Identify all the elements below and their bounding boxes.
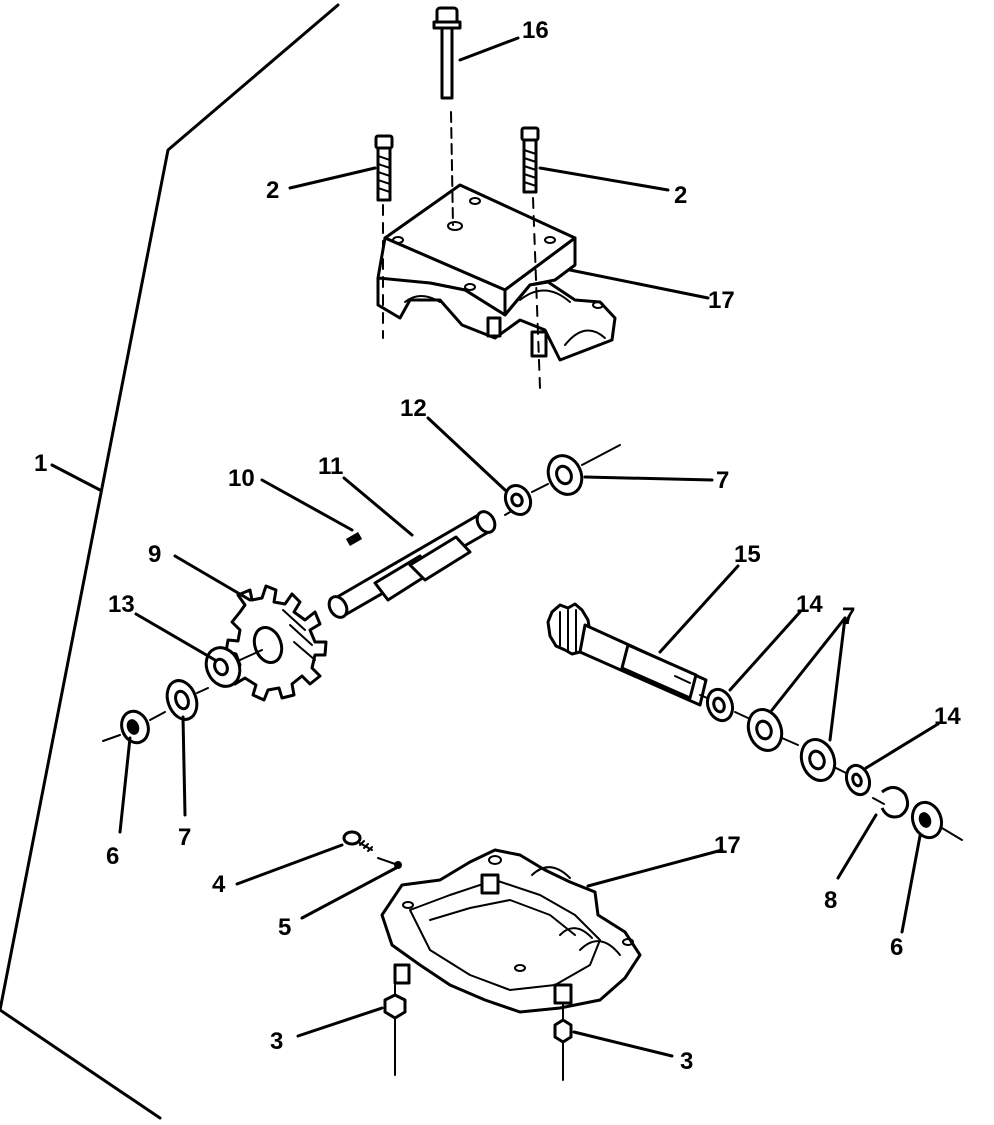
callout-3-left: 3 [270,1028,283,1055]
washer-14-upper [705,687,749,723]
bolt-2-left [374,134,394,339]
bearing-7-left [165,679,209,721]
output-shaft [546,602,713,707]
callout-17-upper: 17 [708,287,735,314]
callout-2-left: 2 [266,177,279,204]
nut-3-left [383,984,407,1076]
snap-ring-8 [872,786,910,819]
callout-7-upper: 7 [716,467,729,494]
callout-labels: 16 2 2 17 12 1 10 11 7 9 15 13 14 7 14 6… [34,17,961,1075]
washer-5 [377,857,402,869]
callout-6-left: 6 [106,843,119,870]
bearing-7-output-b [799,738,849,782]
callout-14-lower: 14 [934,703,961,730]
callout-1: 1 [34,450,47,477]
lower-housing [380,848,642,1014]
callout-12: 12 [400,395,427,422]
gear-9 [224,584,328,702]
callout-7-output: 7 [842,603,855,630]
leader-lines [50,36,940,1058]
callout-9: 9 [148,541,161,568]
bolt-16 [432,6,462,226]
callout-8: 8 [824,887,837,914]
callout-14-upper: 14 [796,591,823,618]
callout-6-right: 6 [890,934,903,961]
callout-15: 15 [734,541,761,568]
bolt-2-right [520,126,541,389]
key-10 [345,532,363,546]
washer-14-lower [844,763,872,797]
callout-3-right: 3 [680,1048,693,1075]
input-shaft [327,504,523,619]
callout-10: 10 [228,465,255,492]
callout-17-lower: 17 [714,832,741,859]
callout-13: 13 [108,591,135,618]
washer-12 [503,483,549,517]
callout-4: 4 [212,871,226,898]
bearing-7-upper [546,444,621,496]
upper-housing [376,183,617,362]
nut-3-right [553,1004,573,1081]
seal-6-left [102,709,166,745]
screw-4 [342,830,373,852]
callout-2-right: 2 [674,182,687,209]
seal-6-right [910,800,963,841]
callout-7-left: 7 [178,824,191,851]
callout-5: 5 [278,914,291,941]
callout-11: 11 [318,453,343,480]
washer-13 [204,646,263,688]
callout-16: 16 [522,17,549,44]
bearing-7-output-a [746,708,799,752]
housing-outline [0,3,340,1120]
